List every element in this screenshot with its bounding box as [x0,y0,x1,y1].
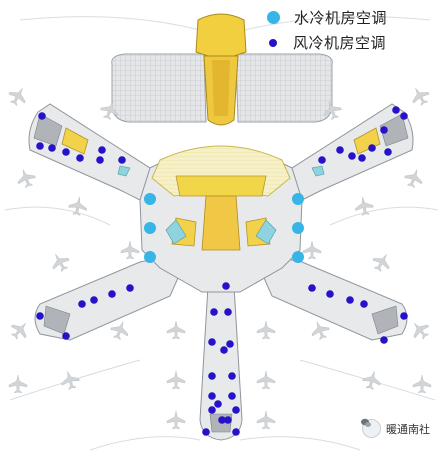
aircraft-icon [68,197,87,216]
aircraft-icon [372,254,390,272]
pier-ends [33,113,409,433]
aircraft-icon [302,240,322,260]
legend-water-cooled-label: 水冷机房空调 [294,9,388,27]
air-cooled-room-marker [208,392,216,400]
aircraft-icon [110,321,129,340]
aircraft-icon [100,101,119,120]
aircraft-icon [52,254,70,272]
watermark: 暖通南社 [360,417,436,440]
air-cooled-room-marker [226,340,234,348]
aircraft-icon [412,88,430,106]
air-cooled-room-marker [38,112,46,120]
air-cooled-room-marker [78,300,86,308]
air-cooled-room-marker [232,406,240,414]
aircraft-silhouettes [8,88,432,430]
air-cooled-room-marker [98,146,106,154]
aircraft-icon [166,410,186,430]
ground-transport-center [195,13,247,126]
air-cooled-room-marker [108,290,116,298]
aircraft-icon [120,240,140,260]
air-cooled-room-marker [400,112,408,120]
air-cooled-room-marker [326,290,334,298]
air-cooled-room-marker [210,308,218,316]
air-cooled-room-marker [62,332,70,340]
aircraft-icon [166,320,186,340]
aircraft-icon [404,169,423,188]
air-cooled-room-marker [218,416,226,424]
central-processor [151,145,291,251]
water-cooled-room-marker [144,251,156,263]
aircraft-icon [362,371,381,390]
air-cooled-room-marker [36,142,44,150]
air-cooled-room-marker [224,416,232,424]
aircraft-icon [8,88,26,106]
air-cooled-room-marker [126,284,134,292]
water-cooled-room-marker [292,251,304,263]
air-cooled-room-marker [90,296,98,304]
air-cooled-room-marker [36,312,44,320]
aircraft-icon [323,101,342,120]
air-cooled-room-marker [346,296,354,304]
aircraft-icon [355,197,374,216]
aircraft-icon [412,374,432,394]
legend-water-cooled: 水冷机房空调 [266,7,387,28]
air-cooled-room-marker [208,338,216,346]
air-cooled-room-marker [358,154,366,162]
aircraft-icon [17,169,36,188]
air-cooled-room-marker [76,154,84,162]
air-cooled-room-marker [232,428,240,436]
air-cooled-dot-icon [269,38,277,47]
air-cooled-room-marker [224,308,232,316]
air-cooled-room-marker [392,106,400,114]
water-cooled-dot-icon [267,11,280,24]
air-cooled-room-marker [384,148,392,156]
aircraft-icon [256,320,276,340]
air-cooled-room-marker [318,156,326,164]
air-cooled-room-marker [222,282,230,290]
air-cooled-room-marker [380,336,388,344]
air-cooled-room-marker [400,312,408,320]
air-cooled-room-marker [368,144,376,152]
aircraft-icon [311,321,330,340]
air-cooled-room-marker [336,146,344,154]
aircraft-icon [166,370,186,390]
teal-accents [117,165,325,245]
air-cooled-room-marker [208,372,216,380]
aircraft-icon [10,322,27,340]
water-cooled-room-marker [292,193,304,205]
air-cooled-room-marker [360,300,368,308]
aircraft-icon [61,371,80,390]
parking-structures [111,53,333,123]
water-cooled-room-marker [144,193,156,205]
aircraft-icon [8,374,28,394]
air-cooled-room-marker [228,372,236,380]
air-cooled-room-marker [118,156,126,164]
water-cooled-room-marker [292,222,304,234]
air-cooled-room-marker [308,284,316,292]
air-cooled-room-marker [96,156,104,164]
air-cooled-room-marker [202,428,210,436]
air-cooled-room-marker [348,152,356,160]
air-cooled-room-marker [220,346,228,354]
legend-air-cooled: 风冷机房空调 [266,32,386,53]
water-cooled-room-marker [144,222,156,234]
aircraft-icon [256,370,276,390]
air-cooled-room-marker [62,148,70,156]
aircraft-icon [413,322,430,340]
air-cooled-room-marker [380,126,388,134]
air-cooled-room-marker [228,392,236,400]
legend-air-cooled-label: 风冷机房空调 [293,34,387,52]
wechat-icon [361,418,381,438]
machine-room-markers [36,106,408,436]
air-cooled-room-marker [48,144,56,152]
aircraft-icon [256,410,276,430]
air-cooled-room-marker [214,400,222,408]
air-cooled-room-marker [208,406,216,414]
watermark-text: 暖通南社 [386,422,430,436]
